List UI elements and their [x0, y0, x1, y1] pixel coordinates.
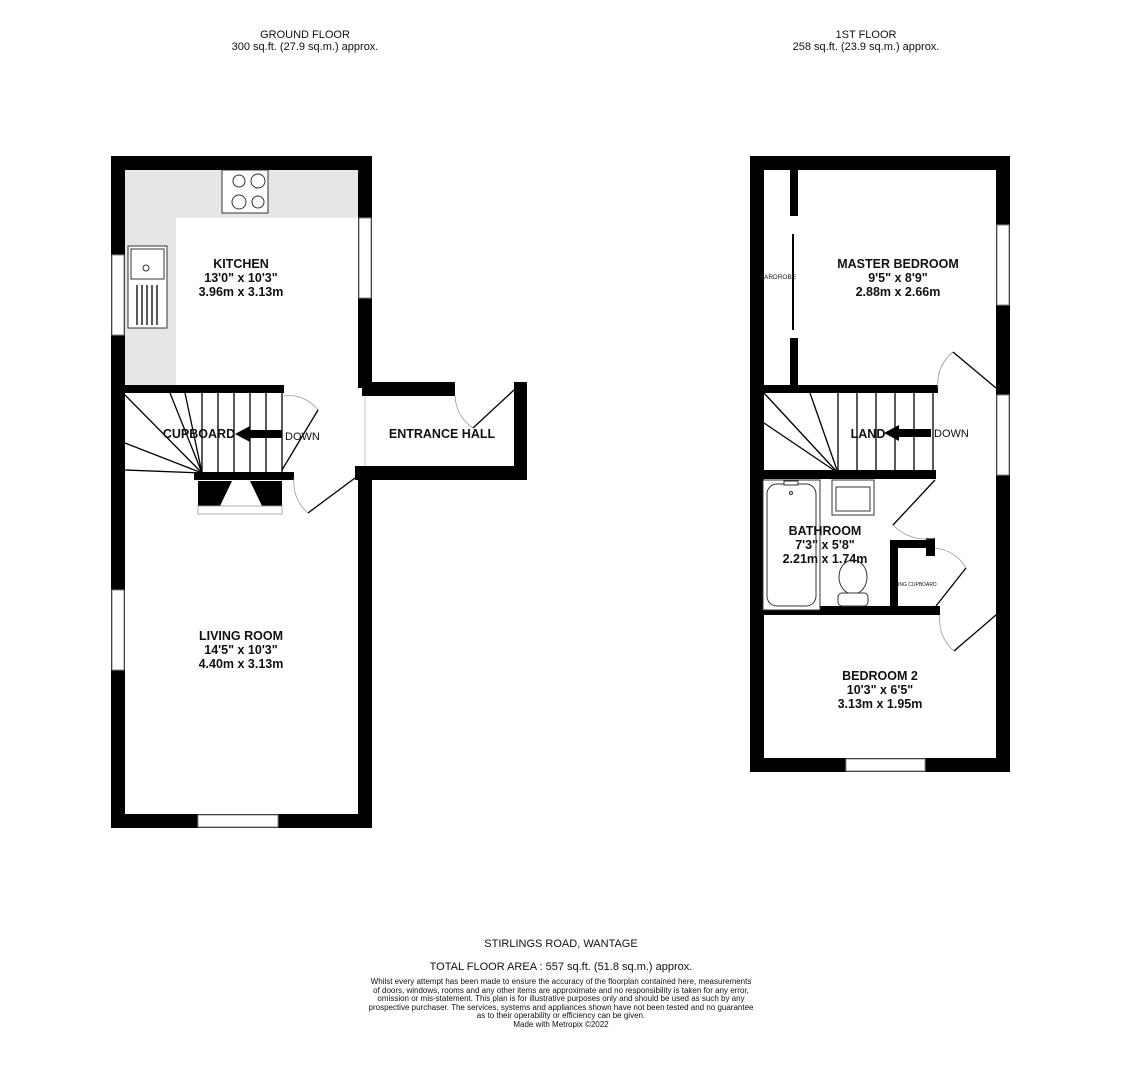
address: STIRLINGS ROAD, WANTAGE: [484, 938, 637, 950]
doors: [281, 389, 515, 514]
total-floor-area: TOTAL FLOOR AREA : 557 sq.ft. (51.8 sq.m…: [430, 961, 693, 973]
landing-stairs-arrow-icon: [884, 425, 931, 441]
living-room-label: LIVING ROOM 14'5" x 10'3" 4.40m x 3.13m: [199, 629, 284, 671]
first-doors: [892, 351, 997, 652]
stairs-down-label: DOWN: [285, 431, 320, 443]
toilet-icon: [837, 559, 869, 607]
svg-text:BATHROOM: BATHROOM: [789, 524, 862, 538]
sink-icon: [127, 245, 168, 329]
svg-text:3.13m x 1.95m: 3.13m x 1.95m: [838, 697, 923, 711]
master-bedroom-label: MASTER BEDROOM 9'5" x 8'9" 2.88m x 2.66m: [837, 257, 959, 299]
first-floor-title: 1ST FLOOR: [836, 29, 897, 41]
landing-label: LAND: [851, 427, 886, 441]
wardrobe-label: ARDROBE: [764, 274, 797, 281]
stairs-arrow-icon: [235, 426, 282, 442]
first-floor-area: 258 sq.ft. (23.9 sq.m.) approx.: [793, 41, 940, 53]
svg-text:BEDROOM 2: BEDROOM 2: [842, 669, 918, 683]
svg-text:7'3" x 5'8": 7'3" x 5'8": [795, 538, 855, 552]
basin-icon: [831, 479, 875, 516]
cupboard-label: CUPBOARD: [163, 427, 235, 441]
hob-icon: [221, 169, 269, 214]
disclaimer-line: omission or mis-statement. This plan is …: [377, 994, 744, 1003]
staircase: [124, 392, 283, 515]
footer: STIRLINGS ROAD, WANTAGE TOTAL FLOOR AREA…: [369, 938, 755, 1029]
svg-text:3.96m x 3.13m: 3.96m x 3.13m: [199, 285, 284, 299]
svg-text:KITCHEN: KITCHEN: [213, 257, 269, 271]
svg-text:10'3" x 6'5": 10'3" x 6'5": [847, 683, 914, 697]
first-floor-plan: ARDROBE: [750, 156, 1010, 772]
disclaimer-line: prospective purchaser. The services, sys…: [369, 1003, 755, 1012]
ground-floor-title: GROUND FLOOR: [260, 29, 350, 41]
svg-text:MASTER BEDROOM: MASTER BEDROOM: [837, 257, 959, 271]
kitchen-label: KITCHEN 13'0" x 10'3" 3.96m x 3.13m: [199, 257, 284, 299]
svg-text:2.88m x 2.66m: 2.88m x 2.66m: [856, 285, 941, 299]
disclaimer-line: Whilst every attempt has been made to en…: [371, 977, 752, 986]
ground-floor-area: 300 sq.ft. (27.9 sq.m.) approx.: [232, 41, 379, 53]
first-windows: [845, 224, 1010, 772]
disclaimer-line: of doors, windows, rooms and any other i…: [373, 986, 749, 995]
ground-floor-plan: KITCHEN 13'0" x 10'3" 3.96m x 3.13m CUPB…: [111, 156, 527, 828]
landing-down-label: DOWN: [934, 428, 969, 440]
bedroom-2-label: BEDROOM 2 10'3" x 6'5" 3.13m x 1.95m: [838, 669, 923, 711]
svg-text:13'0" x 10'3": 13'0" x 10'3": [204, 271, 277, 285]
svg-text:LIVING ROOM: LIVING ROOM: [199, 629, 283, 643]
svg-text:9'5" x 8'9": 9'5" x 8'9": [868, 271, 928, 285]
disclaimer-line: as to their operability or efficiency ca…: [477, 1011, 645, 1020]
landing-staircase: [763, 392, 934, 474]
airing-cupboard-label: ING CUPBOARD: [898, 582, 937, 588]
credit: Made with Metropix ©2022: [513, 1020, 609, 1029]
svg-text:14'5" x 10'3": 14'5" x 10'3": [204, 643, 277, 657]
entrance-hall-label: ENTRANCE HALL: [389, 427, 496, 441]
bath-icon: [762, 479, 821, 611]
svg-text:2.21m x 1.74m: 2.21m x 1.74m: [783, 552, 868, 566]
bathroom-label: BATHROOM 7'3" x 5'8" 2.21m x 1.74m: [783, 524, 868, 566]
svg-text:4.40m x 3.13m: 4.40m x 3.13m: [199, 657, 284, 671]
windows: [111, 217, 372, 828]
